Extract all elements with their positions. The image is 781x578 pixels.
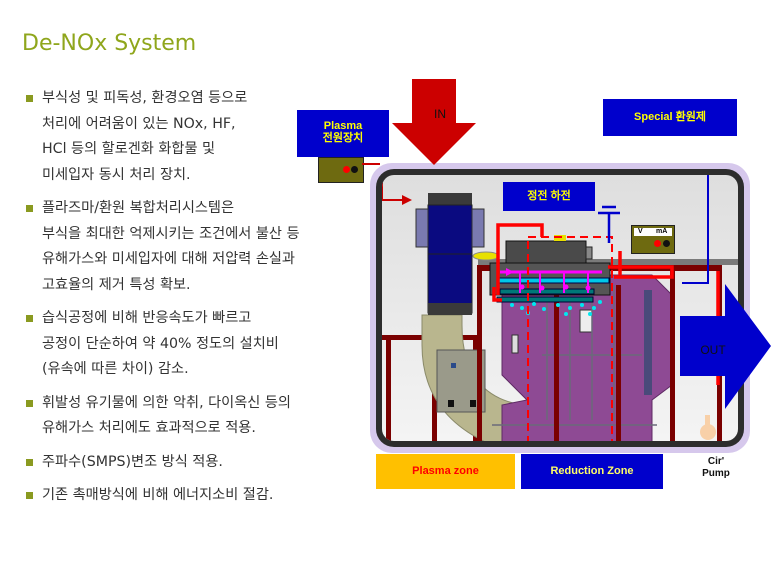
bullet-square-icon <box>26 205 33 212</box>
feature-line: 기존 촉매방식에 비해 에너지소비 절감. <box>42 487 274 503</box>
indicator-light-black-icon <box>351 166 358 173</box>
bullet-square-icon <box>26 95 33 102</box>
feature-line: 공정이 단순하여 약 40% 정도의 설치비 <box>42 335 279 352</box>
feature-line: 주파수(SMPS)변조 방식 적용. <box>42 453 223 470</box>
feature-line: 미세입자 동시 처리 장치. <box>42 166 191 183</box>
plasma-zone-boundary <box>527 236 613 441</box>
feature-line: 유해가스와 미세입자에 대해 저압력 손실과 <box>42 251 295 267</box>
voltmeter-ammeter: V mA <box>631 225 675 254</box>
out-label: OUT <box>700 343 726 357</box>
in-arrow-icon <box>392 79 476 165</box>
column-top-cap <box>428 193 472 207</box>
bullet-square-icon <box>26 492 33 499</box>
feature-line: (유속에 따른 차이) 감소. <box>42 361 189 377</box>
feature-item: 습식공정에 비해 반응속도가 빠르고 공정이 단순하여 약 40% 정도의 설치… <box>20 306 360 383</box>
reduction-zone-legend: Reduction Zone <box>521 454 663 489</box>
meter-v-label: V <box>638 228 643 235</box>
feature-line: 처리에 어려움이 있는 NOx, HF, <box>42 115 236 132</box>
feature-line: 고효율의 제거 특성 확보. <box>42 276 191 293</box>
feature-line: 휘발성 유기물에 의한 악취, 다이옥신 등의 <box>42 394 291 411</box>
plasma-power-supply-unit <box>318 157 364 183</box>
plasma-power-supply-label: Plasma 전원장치 <box>297 110 389 157</box>
power-cable <box>362 163 380 165</box>
feature-line: 부식을 최대한 억제시키는 조건에서 불산 등 <box>42 225 300 242</box>
circulation-pump-icon <box>700 424 716 440</box>
feature-item: 기존 촉매방식에 비해 에너지소비 절감. <box>20 483 360 509</box>
page-title: De-NOx System <box>22 31 197 56</box>
out-arrow-icon <box>680 284 771 409</box>
denox-system-diagram: V mA IN Plasma 전원장치 Special 환원제 정전 하전 OU… <box>290 75 781 495</box>
electrostatic-charging-label: 정전 하전 <box>503 182 595 211</box>
feature-line: 습식공정에 비해 반응속도가 빠르고 <box>42 310 252 326</box>
reaction-vessel <box>501 274 673 441</box>
indicator-light-red-icon <box>654 240 661 247</box>
meter-ma-label: mA <box>656 228 668 235</box>
feature-line: 플라즈마/환원 복합처리시스템은 <box>42 200 235 216</box>
indicator-light-black-icon <box>663 240 670 247</box>
electrode-housing <box>505 240 587 264</box>
feature-item: 주파수(SMPS)변조 방식 적용. <box>20 450 360 476</box>
feature-line: 유해가스 처리에도 효과적으로 적용. <box>42 420 256 436</box>
plasma-zone-legend: Plasma zone <box>376 454 515 489</box>
feature-item: 플라즈마/환원 복합처리시스템은 부식을 최대한 억제시키는 조건에서 불산 등… <box>20 196 360 298</box>
feature-item: 부식성 및 피독성, 환경오염 등으로 처리에 어려움이 있는 NOx, HF,… <box>20 86 360 188</box>
bullet-square-icon <box>26 315 33 322</box>
circulation-pump-label: Cir' Pump <box>702 456 730 479</box>
scrubber-column <box>427 204 473 314</box>
bullet-square-icon <box>26 458 33 466</box>
indicator-light-red-icon <box>343 166 350 173</box>
feature-line: 부식성 및 피독성, 환경오염 등으로 <box>42 90 248 106</box>
feature-item: 휘발성 유기물에 의한 악취, 다이옥신 등의 유해가스 처리에도 효과적으로 … <box>20 391 360 442</box>
feature-list: 부식성 및 피독성, 환경오염 등으로 처리에 어려움이 있는 NOx, HF,… <box>20 86 360 509</box>
special-reductant-label: Special 환원제 <box>603 99 737 136</box>
feature-line: HCl 등의 할로겐화 화합물 및 <box>42 141 216 157</box>
in-label: IN <box>434 107 446 121</box>
bullet-square-icon <box>26 399 33 407</box>
